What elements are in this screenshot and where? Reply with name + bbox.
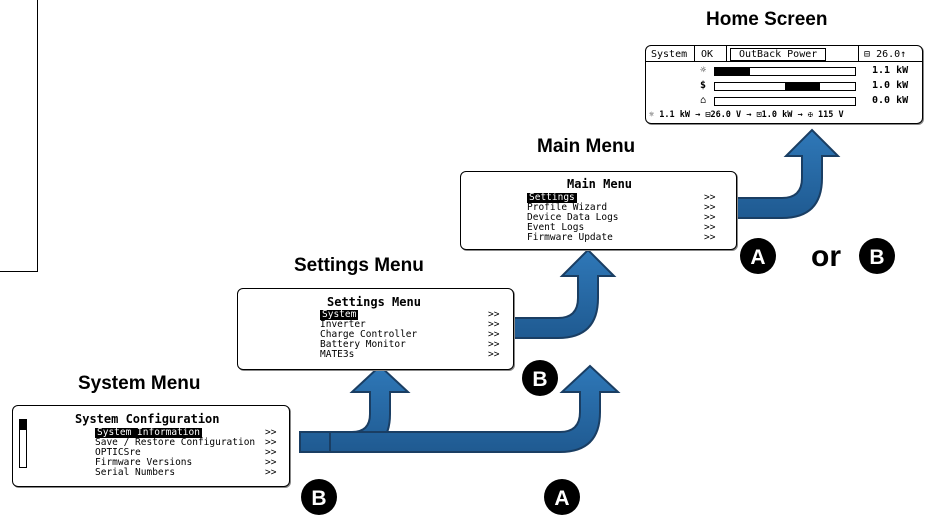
solar-value: 1.1 kW (872, 65, 909, 76)
chevron-right-icon: >> (265, 447, 277, 458)
system-item-firmware-versions[interactable]: Firmware Versions (95, 457, 193, 468)
chevron-right-icon: >> (265, 427, 277, 438)
system-item-system-information[interactable]: System Information (95, 427, 202, 438)
badge-a-system: A (544, 479, 580, 515)
home-tab-underline (646, 61, 922, 62)
main-menu-item-firmware-update[interactable]: Firmware Update (527, 232, 613, 243)
load-value: 0.0 kW (872, 95, 909, 106)
settings-item-battery-monitor[interactable]: Battery Monitor (320, 339, 406, 350)
tower-icon: ✠ (807, 110, 813, 120)
arrow-settings-to-main (511, 248, 617, 339)
system-config-title: System Configuration (75, 412, 220, 426)
divider (694, 46, 695, 61)
system-item-serial-numbers[interactable]: Serial Numbers (95, 467, 176, 478)
page-frame-tick (0, 271, 38, 272)
badge-b-main: B (859, 238, 895, 274)
system-item-save-restore[interactable]: Save / Restore Configuration (95, 437, 256, 448)
settings-item-inverter[interactable]: Inverter (320, 319, 366, 330)
scrollbar[interactable] (19, 419, 27, 468)
main-menu-lcd: Main Menu Settings >> Profile Wizard >> … (460, 171, 737, 250)
divider (858, 46, 859, 61)
chevron-right-icon: >> (704, 222, 716, 233)
up-arrow-icon: ↑ (900, 49, 907, 60)
page-frame-line (37, 0, 38, 272)
load-bar (714, 97, 856, 106)
arrow-system-to-main (329, 364, 621, 453)
main-menu-item-profile-wizard[interactable]: Profile Wizard (527, 202, 608, 213)
chevron-right-icon: >> (488, 349, 500, 360)
arrow-right-icon: → (797, 110, 803, 120)
heading-settings-menu: Settings Menu (294, 255, 424, 276)
main-menu-item-event-logs[interactable]: Event Logs (527, 222, 585, 233)
settings-item-system[interactable]: System (320, 309, 359, 320)
chevron-right-icon: >> (488, 339, 500, 350)
sun-icon: ☼ (700, 65, 707, 76)
inverter-icon: ⊡ (756, 110, 762, 120)
badge-b-settings: B (522, 360, 558, 396)
badge-a-main: A (740, 238, 776, 274)
badge-b-system: B (301, 479, 337, 515)
battery-voltage-top: ⊟ 26.0↑ (864, 49, 907, 60)
svg-text:A: A (750, 246, 765, 269)
svg-text:B: B (532, 368, 547, 391)
main-menu-item-device-data-logs[interactable]: Device Data Logs (527, 212, 619, 223)
arrow-right-icon: → (746, 110, 752, 120)
system-item-opticsre[interactable]: OPTICSre (95, 447, 141, 458)
heading-main-menu: Main Menu (537, 136, 636, 157)
settings-menu-title: Settings Menu (327, 295, 421, 309)
chevron-right-icon: >> (265, 437, 277, 448)
battery-icon: ⊟ (705, 110, 711, 120)
grid-bar (714, 82, 856, 91)
chevron-right-icon: >> (704, 202, 716, 213)
settings-menu-lcd: Settings Menu System >> Inverter >> Char… (237, 288, 514, 370)
grid-value: 1.0 kW (872, 80, 909, 91)
house-icon: ⌂ (700, 95, 707, 106)
system-config-lcd: System Configuration System Information … (12, 405, 290, 487)
settings-item-mate3s[interactable]: MATE3s (320, 349, 355, 360)
home-tab-system[interactable]: System (651, 49, 688, 60)
chevron-right-icon: >> (265, 457, 277, 468)
home-tab-ok[interactable]: OK (701, 49, 714, 60)
scroll-thumb[interactable] (20, 420, 26, 430)
solar-bar (714, 67, 856, 76)
divider (726, 46, 727, 61)
svg-text:A: A (554, 487, 569, 510)
home-screen-lcd: System OK OutBack Power ⊟ 26.0↑ ☼ 1.1 kW… (645, 45, 923, 124)
home-footer: ☼ 1.1 kW → ⊟26.0 V → ⊡1.0 kW → ✠ 115 V (649, 110, 844, 120)
chevron-right-icon: >> (265, 467, 277, 478)
main-menu-item-settings[interactable]: Settings (527, 192, 577, 203)
home-tab-brand[interactable]: OutBack Power (730, 48, 827, 61)
chevron-right-icon: >> (704, 232, 716, 243)
svg-text:B: B (311, 487, 326, 510)
main-menu-title: Main Menu (567, 177, 633, 191)
svg-text:B: B (869, 246, 884, 269)
settings-item-charge-controller[interactable]: Charge Controller (320, 329, 418, 340)
chevron-right-icon: >> (704, 212, 716, 223)
chevron-right-icon: >> (488, 309, 500, 320)
arrow-right-icon: → (695, 110, 701, 120)
battery-icon: ⊟ (864, 49, 871, 60)
heading-system-menu: System Menu (78, 373, 201, 394)
chevron-right-icon: >> (488, 329, 500, 340)
chevron-right-icon: >> (488, 319, 500, 330)
heading-home-screen: Home Screen (706, 9, 828, 30)
dollar-icon: $ (700, 80, 707, 91)
or-label: or (811, 240, 841, 273)
chevron-right-icon: >> (704, 192, 716, 203)
arrow-main-to-home (735, 128, 841, 219)
